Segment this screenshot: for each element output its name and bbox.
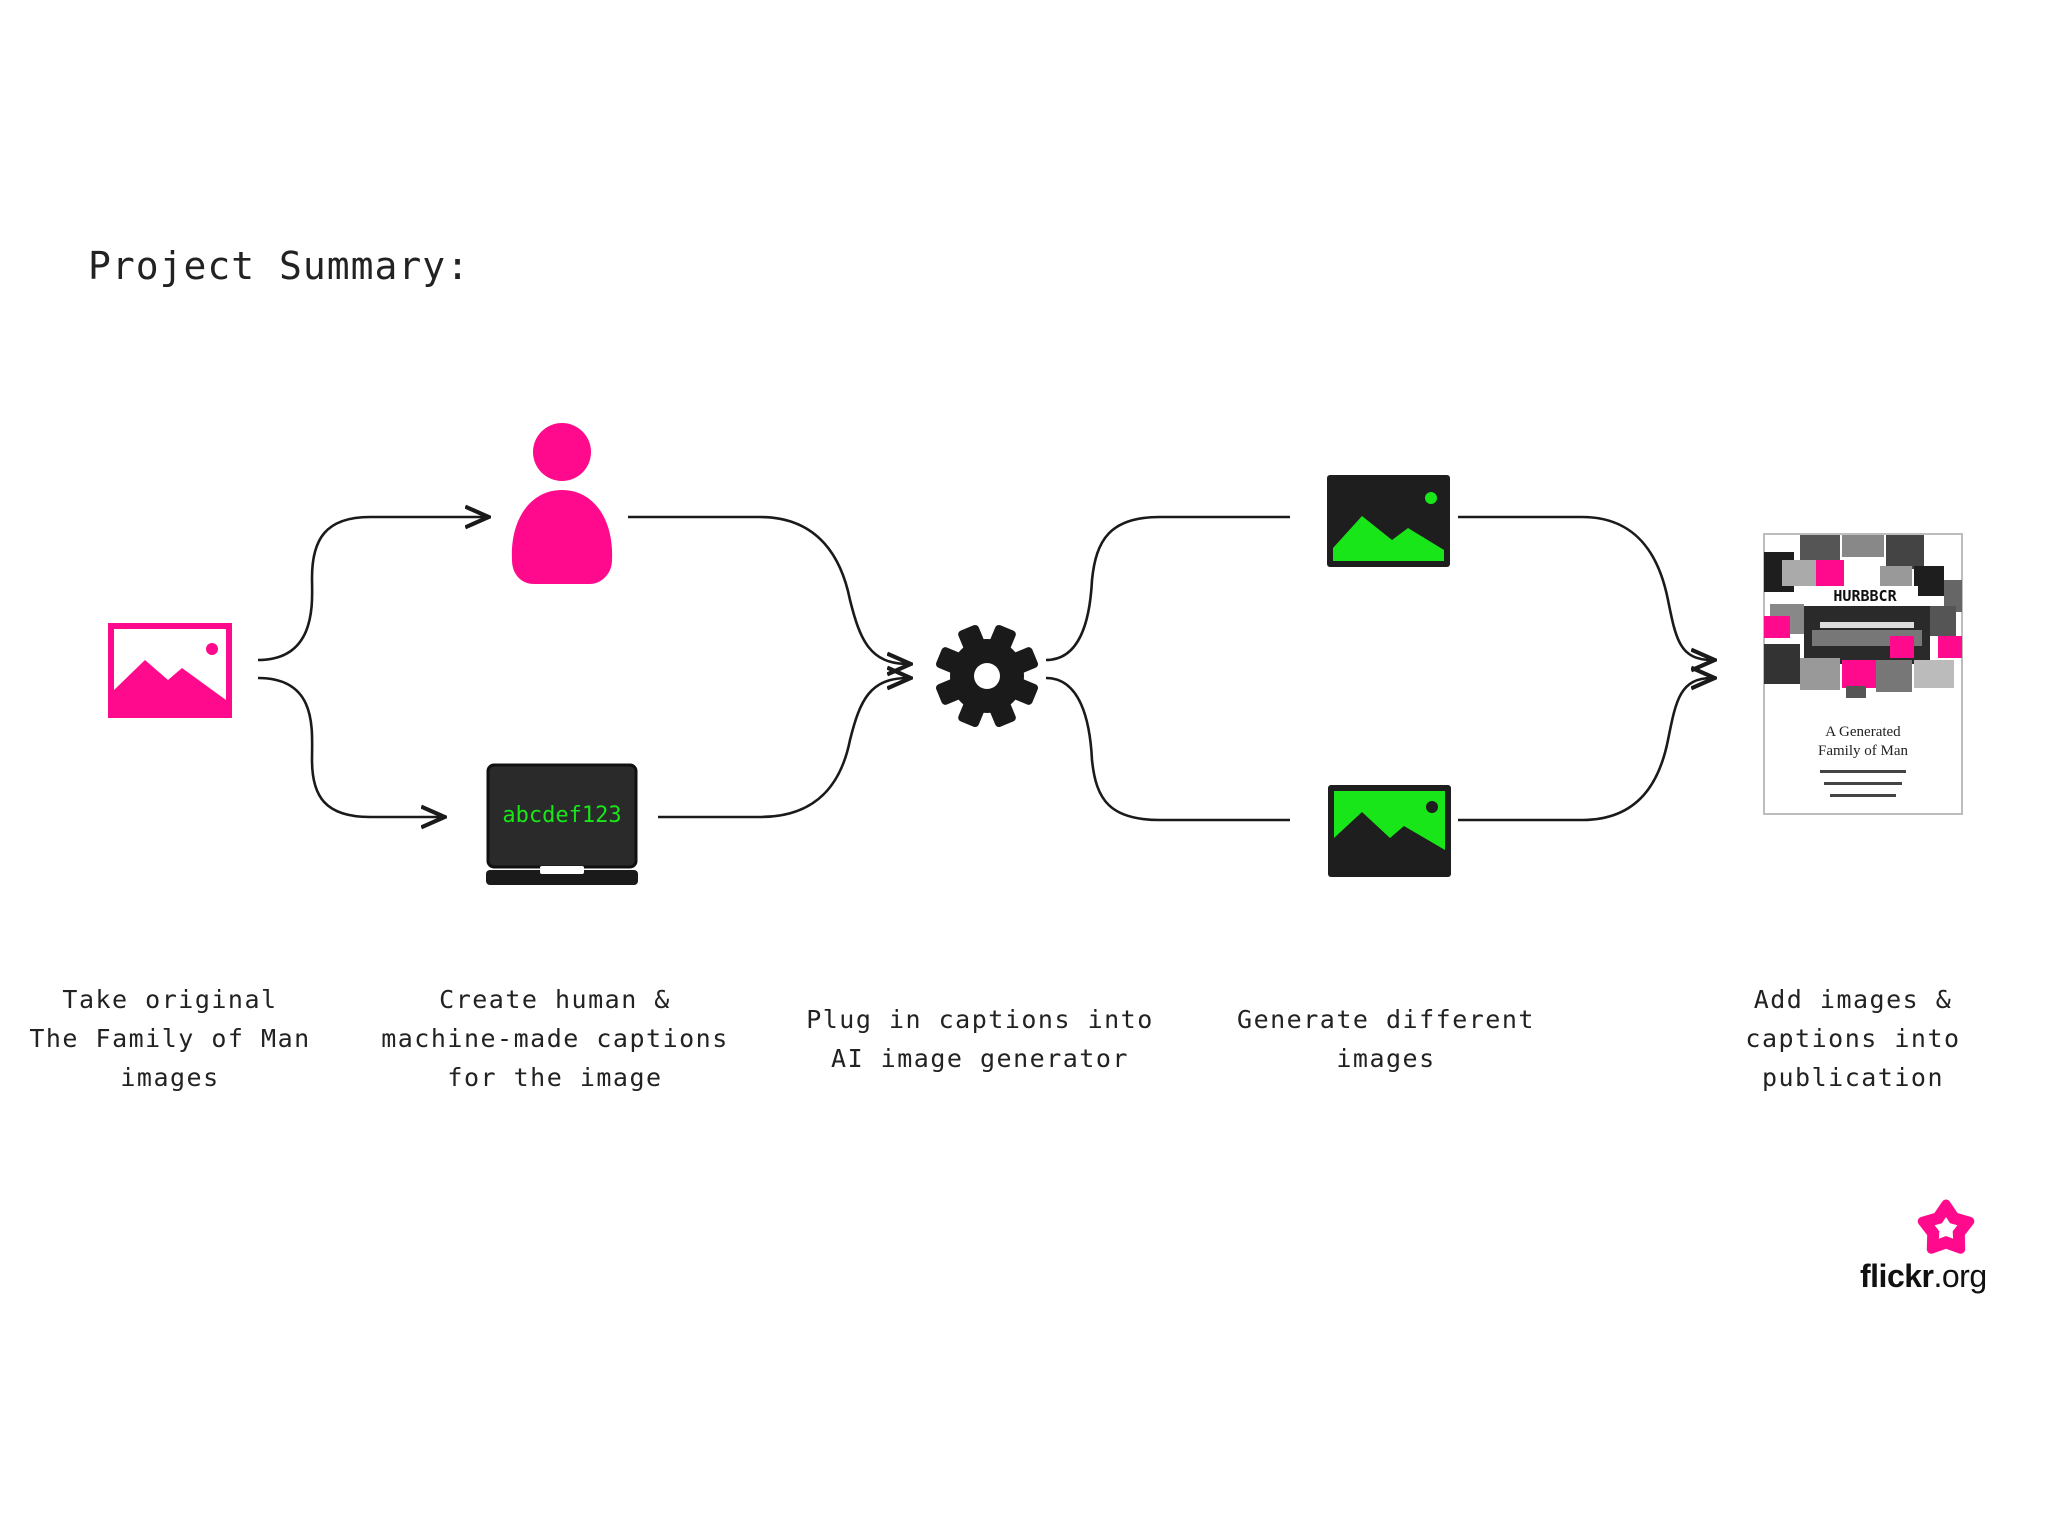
connector-lines xyxy=(257,515,1712,822)
laptop-icon: abcdef123 xyxy=(486,763,638,885)
connector-human-to-gear xyxy=(628,515,908,664)
step-label-publication: Add images & captions into publication xyxy=(1745,985,1961,1092)
gear-icon xyxy=(935,624,1039,728)
step-label-generator: Plug in captions into AI image generator xyxy=(806,1005,1154,1073)
connector-source-to-machine xyxy=(257,676,442,817)
connector-gear-to-output-top xyxy=(1045,515,1290,662)
connector-gear-to-output-bottom xyxy=(1045,676,1290,822)
output-image-icon-bottom xyxy=(1328,785,1451,877)
connector-output-bottom-to-publication xyxy=(1458,678,1712,822)
brand-domain: .org xyxy=(1933,1258,1987,1294)
book-cover-icon: HURBBCR A Generated Family of Man xyxy=(1763,533,1963,815)
book-title-line2: Family of Man xyxy=(1818,743,1908,759)
person-icon xyxy=(511,423,613,584)
book-title-line1: A Generated xyxy=(1825,724,1901,740)
flickr-org-brand[interactable]: flickr.org xyxy=(1860,1258,1987,1295)
output-image-icon-top xyxy=(1327,475,1450,567)
connector-machine-to-gear xyxy=(658,678,908,819)
connector-output-top-to-publication xyxy=(1458,515,1712,660)
brand-name-bold: flickr xyxy=(1860,1258,1934,1294)
page-title: Project Summary: xyxy=(88,244,471,288)
step-label-captions: Create human & machine-made captions for… xyxy=(381,985,729,1092)
source-image-icon xyxy=(108,623,232,718)
book-masthead: HURBBCR xyxy=(1833,587,1897,605)
step-label-generate: Generate different images xyxy=(1237,1005,1535,1073)
step-label-source: Take original The Family of Man images xyxy=(29,985,311,1092)
laptop-screen-text: abcdef123 xyxy=(502,803,621,828)
flickr-star-icon xyxy=(1917,1199,1975,1254)
connector-source-to-human xyxy=(257,517,486,662)
